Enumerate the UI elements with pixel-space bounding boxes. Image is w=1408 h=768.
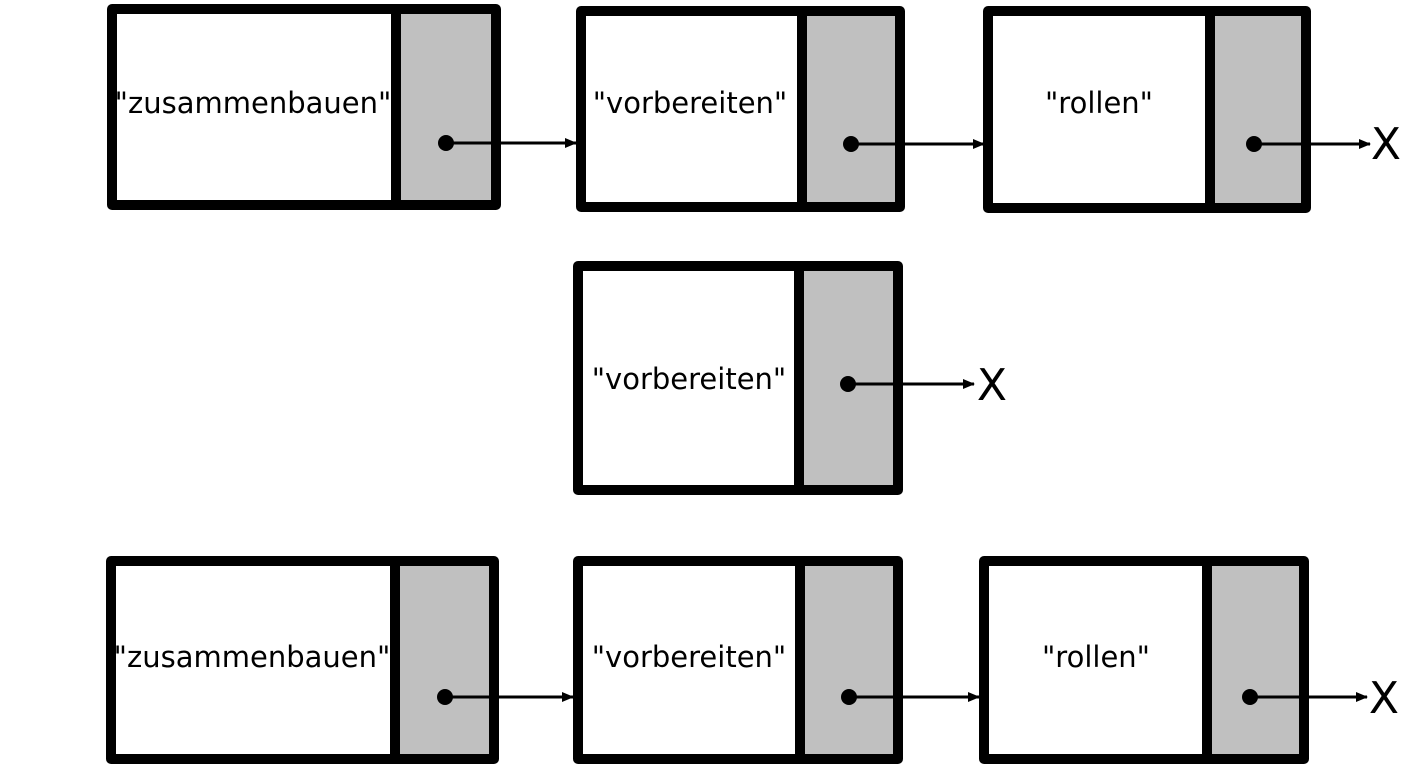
linked-list-2: "vorbereiten" X [573, 261, 1007, 495]
null-terminator: X [977, 360, 1007, 411]
list-node: "vorbereiten" [576, 6, 905, 212]
pointer-cell [1210, 16, 1301, 203]
node-value: "vorbereiten" [592, 362, 787, 396]
pointer-cell [802, 16, 895, 202]
pointer-cell [395, 566, 489, 754]
linked-list-1: "zusammenbauen" "vorbereiten" "rollen" X [107, 4, 1401, 213]
pointer-cell [396, 14, 491, 200]
list-node: "zusammenbauen" [106, 556, 499, 764]
pointer-cell [800, 566, 893, 754]
node-value: "zusammenbauen" [115, 86, 392, 120]
node-value: "zusammenbauen" [114, 640, 391, 674]
node-value: "vorbereiten" [592, 640, 787, 674]
linked-list-3: "zusammenbauen" "vorbereiten" "rollen" X [106, 556, 1399, 764]
node-value: "rollen" [1042, 640, 1150, 674]
node-value: "vorbereiten" [593, 86, 788, 120]
null-terminator: X [1371, 119, 1401, 170]
null-terminator: X [1369, 673, 1399, 724]
list-node: "rollen" [979, 556, 1309, 764]
list-node: "vorbereiten" [573, 556, 903, 764]
node-value: "rollen" [1045, 86, 1153, 120]
list-node: "vorbereiten" [573, 261, 903, 495]
pointer-cell [1207, 566, 1299, 754]
list-node: "zusammenbauen" [107, 4, 501, 210]
list-node: "rollen" [983, 6, 1311, 213]
